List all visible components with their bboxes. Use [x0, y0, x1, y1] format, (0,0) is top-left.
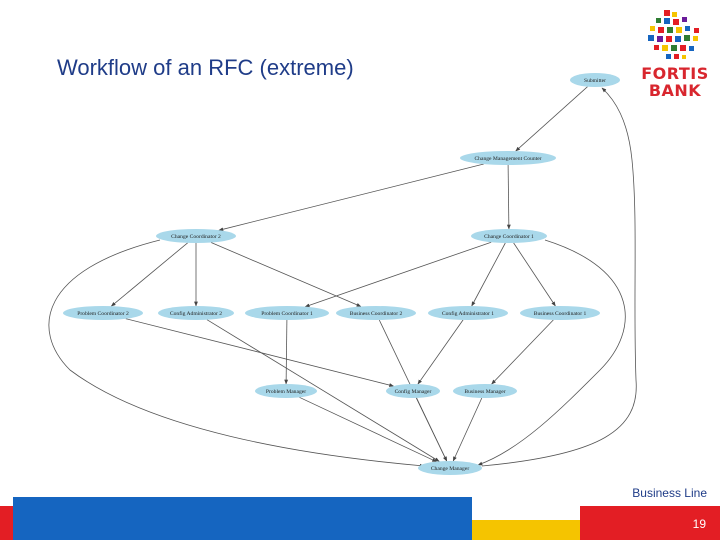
node-label-bc2: Business Coordinator 2 — [350, 311, 403, 317]
edge-pc1-to-pm — [284, 319, 289, 385]
node-cm: Config Manager — [386, 384, 440, 398]
node-label-bc1: Business Coordinator 1 — [534, 311, 587, 317]
node-label-pc2: Problem Coordinator 2 — [77, 311, 129, 317]
node-cmc: Change Management Counter — [460, 151, 556, 165]
edge-cmc-to-cc1 — [506, 164, 511, 230]
edge-chm-to-submitter — [481, 87, 637, 467]
footer-band-red-right — [580, 506, 720, 540]
edge-ca2-to-chm — [206, 319, 440, 462]
node-shape-cm — [386, 384, 440, 398]
node-shape-cc2 — [156, 229, 236, 243]
edge-cc1-to-bc1 — [513, 242, 556, 307]
node-label-cc2: Change Coordinator 2 — [171, 234, 221, 240]
node-label-ca1: Config Administrator 1 — [442, 310, 494, 317]
node-label-bm: Business Manager — [464, 389, 505, 395]
node-submitter: Submitter — [570, 73, 620, 87]
node-chm: Change Manager — [418, 461, 482, 475]
node-bc1: Business Coordinator 1 — [520, 306, 600, 320]
footer-band-yellow — [472, 520, 580, 540]
node-bm: Business Manager — [453, 384, 517, 398]
logo-line-2: BANK — [648, 81, 702, 100]
node-shape-cc1 — [471, 229, 547, 243]
node-ca1: Config Administrator 1 — [428, 306, 508, 320]
node-shape-pc2 — [63, 306, 143, 320]
node-label-chm: Change Manager — [431, 466, 470, 472]
logo-line-1: FORTIS — [641, 64, 709, 83]
edge-cmc-to-cc2 — [218, 163, 484, 232]
edge-cm-to-chm — [415, 397, 448, 462]
edge-ca1-to-cm — [417, 319, 464, 385]
edge-cc2-to-bc2 — [210, 242, 362, 307]
node-label-cmc: Change Management Counter — [474, 156, 541, 162]
node-shape-ca2 — [158, 306, 234, 320]
node-shape-cmc — [460, 151, 556, 165]
node-label-cc1: Change Coordinator 1 — [484, 234, 534, 240]
edge-bc1-to-bm — [491, 319, 554, 385]
fortis-bank-logo: FORTIS BANK — [636, 8, 714, 100]
node-label-pc1: Problem Coordinator 1 — [261, 311, 313, 317]
footer-band-red-left — [0, 506, 13, 540]
node-pc2: Problem Coordinator 2 — [63, 306, 143, 320]
edge-cc1-to-ca1 — [471, 242, 506, 307]
footer-band-blue — [13, 497, 472, 540]
node-shape-pc1 — [245, 306, 329, 320]
page-number: 19 — [692, 517, 706, 531]
node-shape-bm — [453, 384, 517, 398]
node-pc1: Problem Coordinator 1 — [245, 306, 329, 320]
edge-pc2-to-cm — [125, 318, 395, 387]
node-label-ca2: Config Administrator 2 — [170, 310, 222, 317]
edge-submitter-to-cmc — [515, 86, 588, 152]
node-ca2: Config Administrator 2 — [158, 306, 234, 320]
node-shape-chm — [418, 461, 482, 475]
node-label-submitter: Submitter — [584, 78, 606, 84]
edge-cc1-to-chm — [477, 239, 626, 466]
node-shape-submitter — [570, 73, 620, 87]
node-label-pm: Problem Manager — [266, 389, 306, 395]
logo-mosaic-icon — [648, 10, 699, 59]
edge-cc2-to-chm — [48, 239, 425, 468]
edge-bm-to-chm — [452, 397, 483, 462]
edge-cc2-to-pc2 — [110, 242, 188, 307]
footer-business-line: Business Line — [632, 486, 707, 500]
node-shape-ca1 — [428, 306, 508, 320]
node-cc2: Change Coordinator 2 — [156, 229, 236, 243]
slide-title: Workflow of an RFC (extreme) — [57, 55, 354, 80]
edge-pm-to-chm — [299, 396, 437, 463]
node-pm: Problem Manager — [255, 384, 317, 398]
node-cc1: Change Coordinator 1 — [471, 229, 547, 243]
node-label-cm: Config Manager — [395, 388, 432, 395]
node-shape-pm — [255, 384, 317, 398]
node-bc2: Business Coordinator 2 — [336, 306, 416, 320]
node-shape-bc2 — [336, 306, 416, 320]
edge-cc1-to-pc1 — [304, 241, 492, 308]
node-shape-bc1 — [520, 306, 600, 320]
